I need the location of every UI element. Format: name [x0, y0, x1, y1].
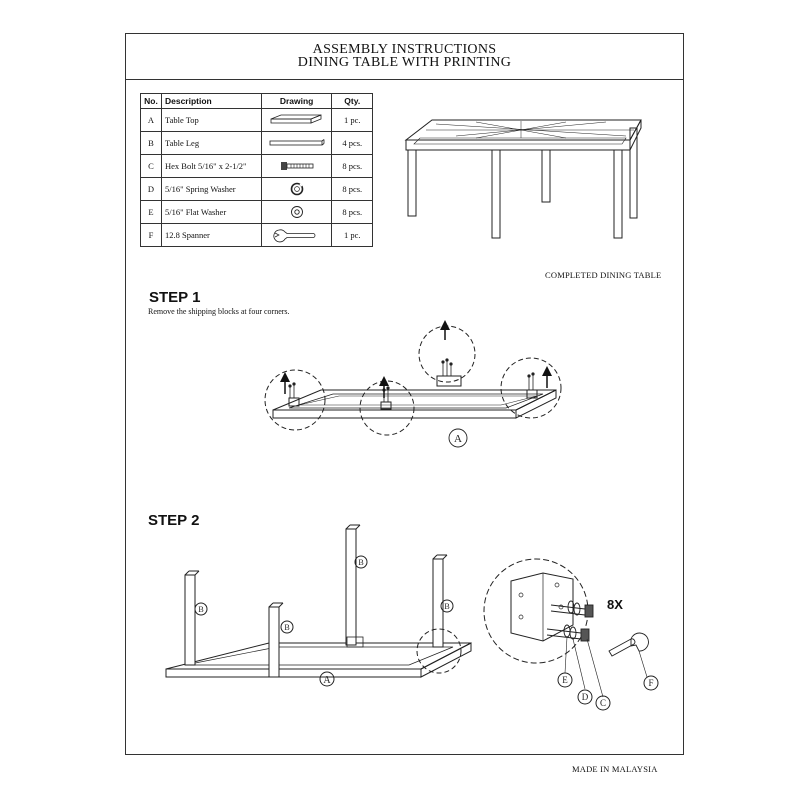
- detail-label-f: F: [648, 678, 653, 688]
- step2-detail-illustration: E D C F: [483, 558, 659, 711]
- instruction-sheet: ASSEMBLY INSTRUCTIONS DINING TABLE WITH …: [125, 33, 684, 774]
- parts-table-header: No. Description Drawing Qty.: [140, 93, 373, 109]
- col-no: No.: [140, 93, 162, 109]
- table-row: E 5/16" Flat Washer 8 pcs.: [140, 200, 373, 224]
- part-description: 5/16" Flat Washer: [160, 200, 262, 224]
- hex-bolt-icon: [260, 154, 333, 178]
- title-bar: ASSEMBLY INSTRUCTIONS DINING TABLE WITH …: [126, 34, 683, 80]
- step2-leg-label-4: B: [444, 602, 449, 611]
- part-qty: 8 pcs.: [331, 177, 373, 201]
- completed-table-caption: COMPLETED DINING TABLE: [545, 270, 662, 280]
- detail-label-c: C: [600, 698, 606, 708]
- col-description: Description: [160, 93, 262, 109]
- step1-label-a: A: [454, 433, 462, 445]
- step2-title: STEP 2: [148, 512, 200, 529]
- detail-label-d: D: [582, 692, 589, 702]
- part-description: Hex Bolt 5/16" x 2-1/2": [160, 154, 262, 178]
- table-leg-icon: [260, 131, 333, 155]
- part-no: A: [140, 108, 162, 132]
- made-in-label: MADE IN MALAYSIA: [572, 764, 658, 774]
- part-qty: 8 pcs.: [331, 200, 373, 224]
- part-qty: 1 pc.: [331, 223, 373, 247]
- part-qty: 4 pcs.: [331, 131, 373, 155]
- step1-illustration: A: [264, 320, 562, 448]
- part-no: B: [140, 131, 162, 155]
- title-line-1: ASSEMBLY INSTRUCTIONS: [312, 42, 497, 57]
- spanner-icon: [260, 223, 333, 247]
- part-description: Table Leg: [160, 131, 262, 155]
- step1-title: STEP 1: [149, 289, 201, 306]
- step1-description: Remove the shipping blocks at four corne…: [148, 307, 290, 316]
- part-no: E: [140, 200, 162, 224]
- part-no: D: [140, 177, 162, 201]
- table-row: D 5/16" Spring Washer 8 pcs.: [140, 177, 373, 201]
- table-row: C Hex Bolt 5/16" x 2-1/2" 8 pcs.: [140, 154, 373, 178]
- detail-label-e: E: [562, 675, 568, 685]
- part-description: 12.8 Spanner: [160, 223, 262, 247]
- completed-table-illustration: [404, 119, 642, 239]
- part-no: F: [140, 223, 162, 247]
- step2-leg-label-3: B: [358, 558, 363, 567]
- quantity-8x-label: 8X: [607, 597, 623, 612]
- step2-illustration: B B B B A: [165, 524, 472, 687]
- table-row: F 12.8 Spanner 1 pc.: [140, 223, 373, 247]
- part-description: Table Top: [160, 108, 262, 132]
- col-qty: Qty.: [331, 93, 373, 109]
- table-row: A Table Top 1 pc.: [140, 108, 373, 132]
- flat-washer-icon: [260, 200, 333, 224]
- table-row: B Table Leg 4 pcs.: [140, 131, 373, 155]
- table-top-icon: [260, 108, 333, 132]
- spring-washer-icon: [260, 177, 333, 201]
- parts-table: No. Description Drawing Qty. A Table Top…: [140, 93, 373, 247]
- step2-leg-label-2: B: [284, 623, 289, 632]
- part-qty: 1 pc.: [331, 108, 373, 132]
- col-drawing: Drawing: [260, 93, 333, 109]
- part-qty: 8 pcs.: [331, 154, 373, 178]
- part-no: C: [140, 154, 162, 178]
- part-description: 5/16" Spring Washer: [160, 177, 262, 201]
- step2-label-a: A: [323, 675, 331, 686]
- step2-leg-label-1: B: [198, 605, 203, 614]
- title-line-2: DINING TABLE WITH PRINTING: [297, 55, 512, 70]
